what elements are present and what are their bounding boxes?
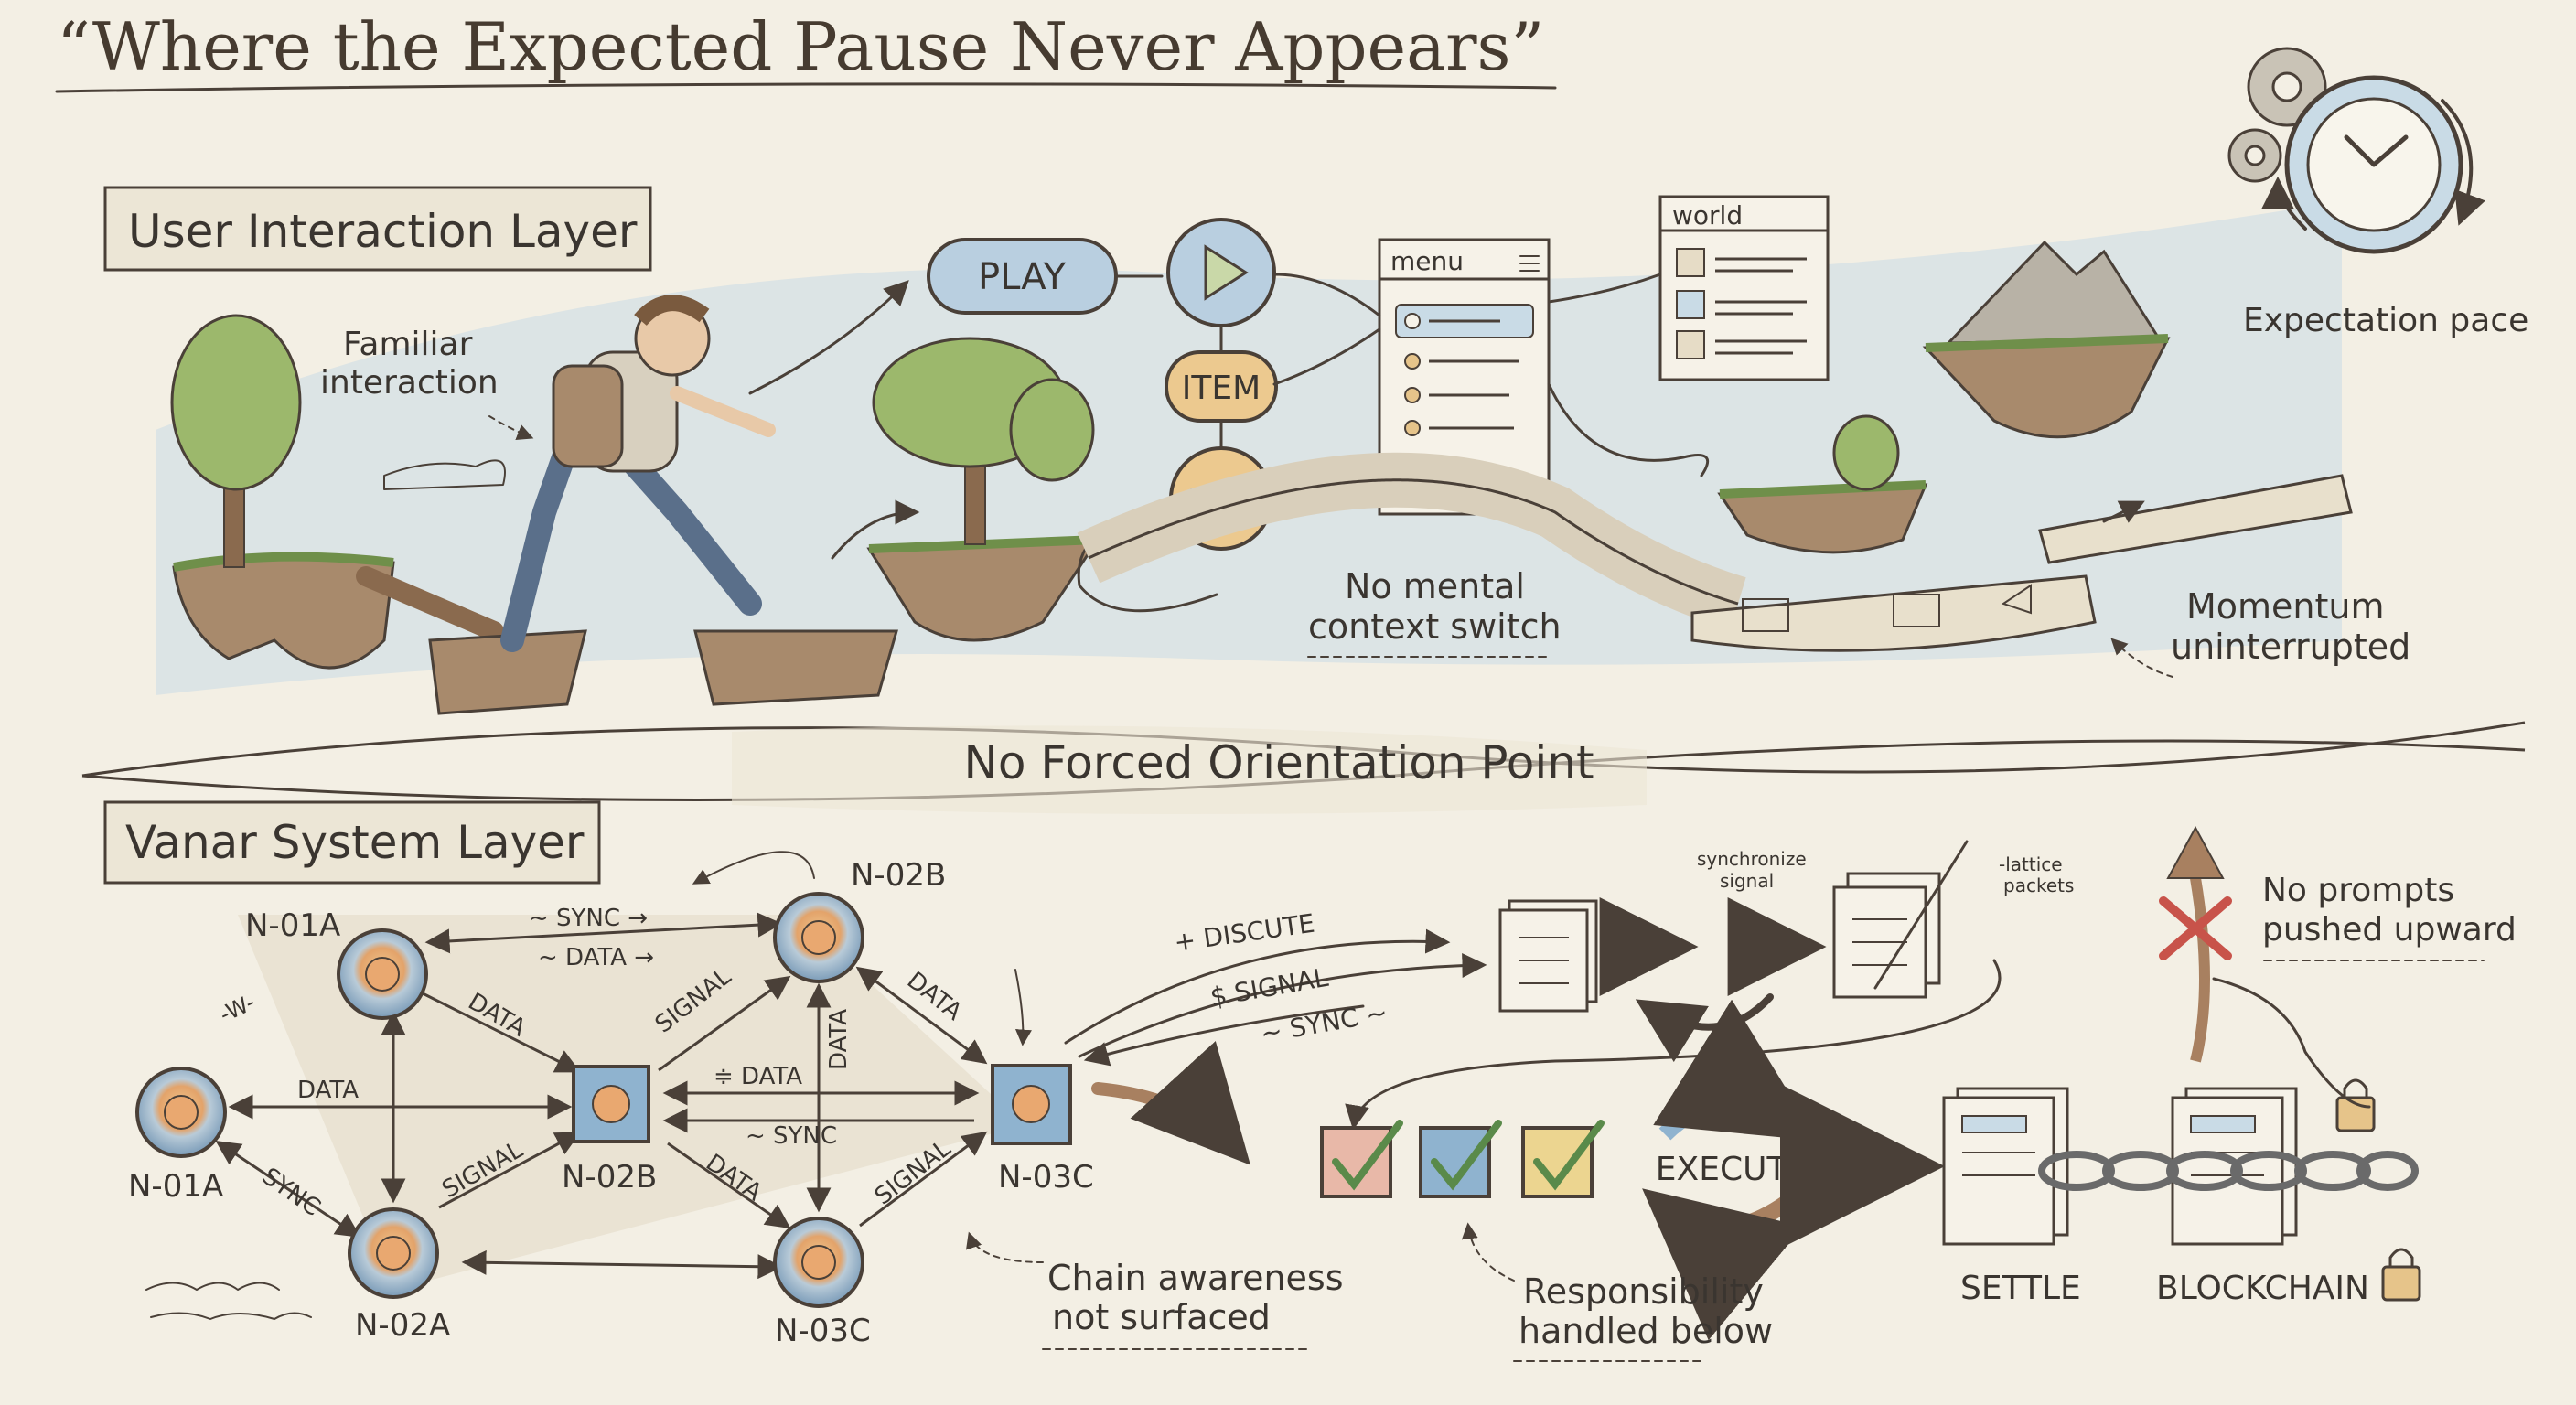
node-label: N-02B: [562, 1159, 657, 1196]
edge-label: ~ SYNC →: [529, 905, 648, 932]
item-button[interactable]: ITEM: [1166, 352, 1276, 421]
svg-text:PLAY: PLAY: [978, 256, 1067, 298]
execute-label: EXECUTE: [1656, 1151, 1808, 1188]
edge-label: DATA: [825, 1009, 853, 1070]
gear-icon: [2229, 130, 2281, 181]
blocked-up-arrow-icon: [2163, 828, 2227, 1061]
lock-icon: [2383, 1249, 2420, 1300]
node-label: N-01A: [245, 907, 340, 944]
node-n02a[interactable]: [349, 1209, 437, 1297]
momentum-line1: Momentum: [2186, 586, 2385, 627]
familiar-label-line1: Familiar: [343, 326, 473, 363]
flow-label: $ SIGNAL: [1208, 962, 1330, 1013]
settle-document-icon: [1944, 1089, 2067, 1244]
node-n03c-right[interactable]: [993, 1066, 1070, 1143]
edge-label: DATA: [902, 967, 967, 1026]
no-prompts-line2: pushed upward: [2262, 911, 2517, 949]
flow-label: + DISCUTE: [1172, 908, 1316, 958]
check-box-tan: [1523, 1123, 1601, 1196]
check-box-blue: [1421, 1123, 1498, 1196]
scribble: [151, 1313, 311, 1319]
annotation: synchronize: [1697, 848, 1807, 870]
play-button[interactable]: PLAY: [928, 240, 1116, 313]
annotation: -lattice: [1999, 853, 2063, 875]
menu-title: menu: [1390, 246, 1464, 276]
responsibility-line2: handled below: [1519, 1311, 1773, 1351]
chain-awareness-line2: not surfaced: [1052, 1297, 1271, 1337]
svg-text:ITEM: ITEM: [1182, 370, 1261, 407]
play-icon-button[interactable]: [1168, 220, 1274, 326]
diagram-title: “Where the Expected Pause Never Appears”: [57, 8, 1544, 85]
check-box-red: [1322, 1123, 1400, 1196]
document-stack-icon: [1834, 842, 1967, 997]
node-n01a-top[interactable]: [338, 930, 426, 1018]
execute-cycle: EXECUTE: [1656, 1104, 1808, 1228]
edge-label: SYNC: [257, 1163, 326, 1222]
flow-label: ~ SYNC ~: [1258, 997, 1390, 1049]
world-window: world: [1660, 197, 1828, 380]
no-prompts-line1: No prompts: [2262, 872, 2454, 909]
edge-label: -W-: [216, 990, 259, 1028]
expectation-pace-label: Expectation pace: [2243, 302, 2528, 339]
node-label: N-02B: [851, 857, 946, 894]
annotation: signal: [1720, 870, 1774, 892]
scribble: [146, 1283, 279, 1291]
node-label: N-01A: [128, 1168, 223, 1205]
settle-label: SETTLE: [1960, 1270, 2081, 1307]
responsibility-line1: Responsibility: [1523, 1271, 1764, 1312]
divider-label: No Forced Orientation Point: [963, 736, 1594, 789]
edge-label: ≑ DATA: [714, 1063, 802, 1090]
momentum-line2: uninterrupted: [2171, 627, 2410, 667]
blockchain-label: BLOCKCHAIN: [2156, 1270, 2369, 1307]
user-icon: [1677, 331, 1704, 359]
tree-icon: [172, 316, 300, 489]
user-interaction-layer-label: User Interaction Layer: [105, 188, 650, 270]
node-n03c-bottom[interactable]: [775, 1218, 863, 1306]
familiar-label-line2: interaction: [320, 364, 499, 402]
layers-icon: [1677, 291, 1704, 318]
node-label: N-03C: [998, 1159, 1094, 1196]
svg-text:User Interaction Layer: User Interaction Layer: [128, 205, 638, 258]
node-n01a-left[interactable]: [137, 1068, 225, 1156]
backpack-icon: [553, 366, 622, 467]
annotation: packets: [2003, 874, 2074, 896]
edge-label: ~ SYNC: [746, 1122, 837, 1150]
edge-label: DATA: [297, 1077, 359, 1104]
node-label: N-03C: [775, 1313, 871, 1349]
no-mental-line2: context switch: [1308, 606, 1562, 647]
svg-text:Vanar System Layer: Vanar System Layer: [125, 816, 585, 869]
vanar-system-layer-label: Vanar System Layer: [105, 802, 599, 883]
edge-label: ~ DATA →: [538, 944, 654, 971]
document-stack-icon: [1500, 901, 1596, 1011]
node-label: N-02A: [355, 1307, 450, 1344]
chain-awareness-line1: Chain awareness: [1047, 1258, 1344, 1298]
no-mental-line1: No mental: [1345, 566, 1525, 606]
world-title: world: [1672, 200, 1743, 231]
node-n02b-top[interactable]: [775, 894, 863, 981]
node-n02b-mid[interactable]: [574, 1067, 649, 1142]
user-icon: [1677, 249, 1704, 276]
